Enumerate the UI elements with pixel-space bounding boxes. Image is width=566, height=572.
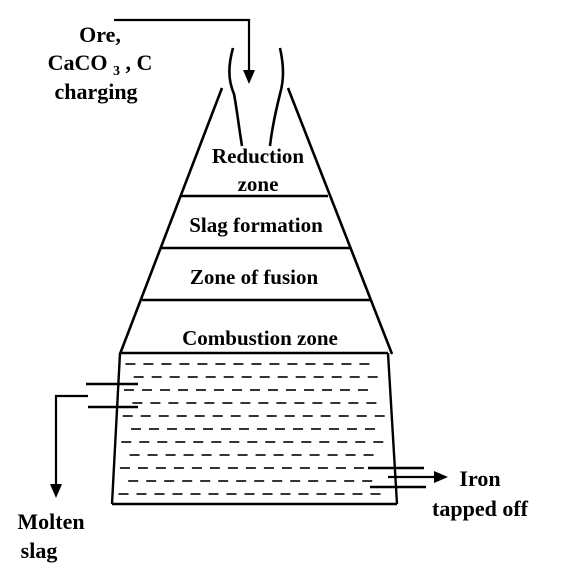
charging-label-line3: charging: [54, 79, 137, 104]
charging-formula-subscript: 3: [113, 64, 120, 79]
reduction-zone-label-line2: zone: [238, 172, 279, 196]
iron-label-line2: tapped off: [432, 496, 529, 521]
molten-slag-label-line1: Molten: [17, 509, 84, 534]
charging-arrow: [114, 18, 255, 84]
charging-label-line2: CaCO 3 , C: [48, 50, 153, 80]
slag-formation-zone-label: Slag formation: [189, 213, 323, 237]
furnace-hopper: [228, 47, 285, 147]
furnace-shell: [118, 87, 394, 355]
charging-formula-suffix: , C: [126, 50, 153, 75]
charging-formula-prefix: CaCO: [48, 50, 108, 75]
zone-dividers: [120, 194, 388, 355]
reduction-zone-label-line1: Reduction: [212, 144, 304, 168]
fusion-zone-label: Zone of fusion: [190, 265, 319, 289]
slag-tap-pipe: [50, 382, 138, 498]
furnace-hearth: [110, 352, 399, 506]
iron-label-line1: Iron: [459, 466, 500, 491]
iron-tap-pipe: [368, 466, 448, 489]
molten-liquid-pattern: [118, 363, 385, 495]
molten-slag-label-line2: slag: [21, 538, 58, 563]
combustion-zone-label: Combustion zone: [182, 326, 338, 350]
charging-label-line1: Ore,: [79, 22, 121, 47]
